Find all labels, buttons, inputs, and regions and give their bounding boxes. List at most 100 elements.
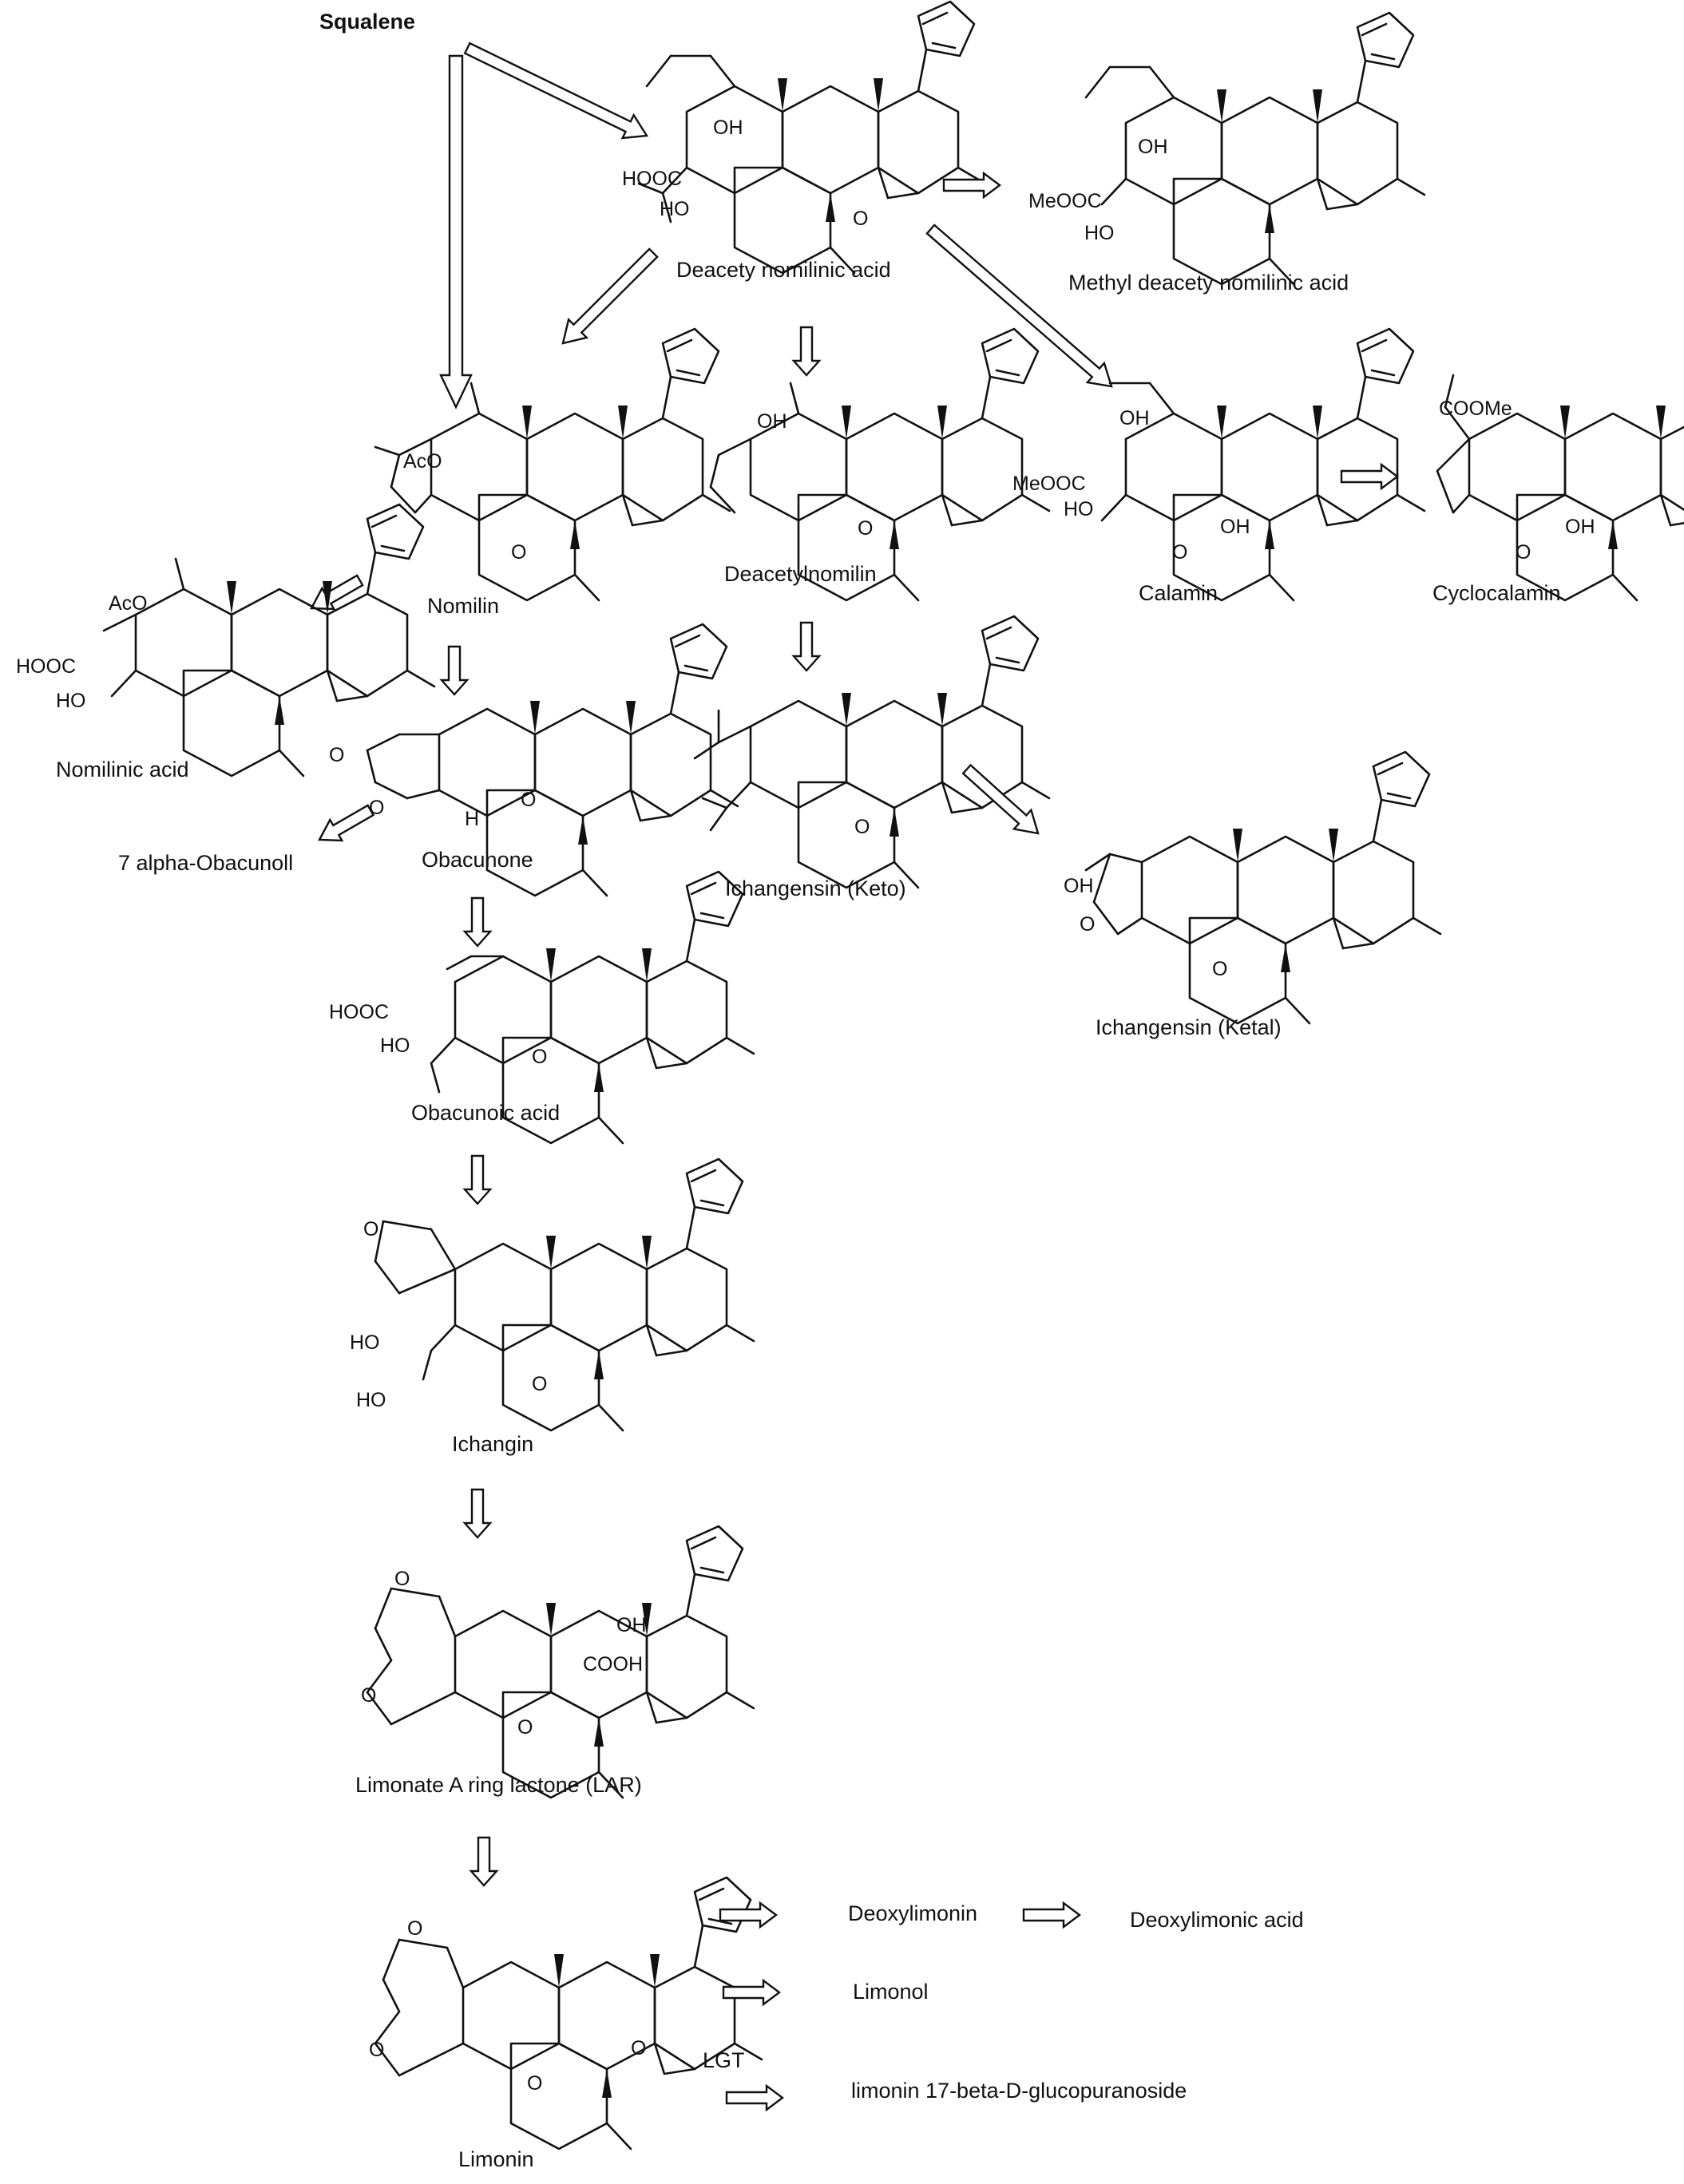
glucoside-label: limonin 17-beta-D-glucopuranoside (851, 2079, 1187, 2103)
calamin-oh-right: OH (1220, 516, 1250, 538)
limonin-o-o: O (407, 1917, 422, 1940)
arrow-squalene-to-nomilin (439, 54, 473, 410)
ichangin-ho-bottom: HO (356, 1389, 386, 1411)
deacetylnomilin-oh: OH (757, 410, 787, 433)
limonin-o-ring: O (369, 2039, 384, 2061)
arrow-deacety-to-calamin (925, 224, 1113, 388)
obacunoic-acid-label: Obacunoic acid (411, 1101, 560, 1125)
lar-o-ring: O (361, 1684, 376, 1707)
obacunoic-hooc: HOOC (329, 1001, 389, 1023)
lar-cooh: COOH (583, 1653, 643, 1676)
calamin-oh-top: OH (1119, 407, 1150, 429)
squalene-label: Squalene (319, 10, 415, 34)
structure-nomilin (374, 327, 731, 602)
arrow-deacety-to-deacetylnomilin (792, 326, 821, 377)
lar-o: O (517, 1716, 533, 1739)
arrow-lar-to-limonin (470, 1836, 498, 1887)
calamin-meooc: MeOOC (1012, 473, 1086, 495)
structure-ichangensin-keto (693, 615, 1051, 889)
nomilin-label: Nomilin (427, 594, 499, 618)
cyclocalamin-oh: OH (1565, 516, 1595, 538)
methyl-deacety-nomilinic-acid-label: Methyl deacety nomilinic acid (1068, 271, 1349, 295)
nomilinic-hooc: HOOC (16, 655, 76, 678)
arrow-deacety-to-nomilin (561, 247, 659, 345)
ichangensin-keto-label: Ichangensin (Keto) (725, 876, 906, 900)
structure-lar (366, 1525, 755, 1799)
obacunone-o-right: O (521, 789, 536, 811)
calamin-label: Calamin (1139, 581, 1218, 605)
structure-methyl-deacety-nomilinic-acid (1084, 11, 1426, 286)
lar-oh: OH (616, 1614, 647, 1636)
obacunone-h: H (465, 808, 479, 830)
ichangin-label: Ichangin (452, 1432, 533, 1456)
obacunol-label: 7 alpha-Obacunoll (118, 851, 293, 875)
ichangin-o: O (532, 1373, 547, 1395)
arrow-obacunone-to-obacunoic (463, 896, 492, 948)
calamin-ho: HO (1064, 498, 1094, 520)
deacety-nomilinic-acid-label: Deacety nomilinic acid (676, 258, 891, 282)
arrow-nomilin-to-obacunone (440, 645, 469, 696)
nomilinic-acid-label: Nomilinic acid (56, 758, 189, 781)
deoxylimonic-acid-label: Deoxylimonic acid (1130, 1908, 1304, 1932)
arrow-calamin-to-cyclocalamin (1340, 463, 1399, 490)
methyl-deacety-ho: HO (1084, 222, 1115, 244)
lar-label: Limonate A ring lactone (LAR) (355, 1773, 642, 1797)
arrow-ichangin-to-lar (463, 1488, 492, 1539)
deacety-ho: HO (660, 198, 690, 220)
obacunone-label: Obacunone (422, 848, 533, 872)
structure-obacunone (366, 623, 739, 897)
arrow-squalene-to-deacety (463, 42, 649, 140)
deacetylnomilin-label: Deacetylnomilin (724, 562, 877, 586)
deacety-oh: OH (713, 117, 743, 139)
methyl-deacety-oh: OH (1138, 136, 1168, 158)
structure-ichangin (374, 1157, 755, 1432)
cyclocalamin-coome: COOMe (1439, 398, 1512, 420)
ichangensin-ketal-oh: OH (1064, 875, 1094, 897)
limonin-label: Limonin (458, 2147, 534, 2171)
structure-deacety-nomilinic-acid (637, 0, 987, 275)
structure-limonin (374, 1876, 763, 2150)
limonol-label: Limonol (853, 1980, 929, 2004)
arrow-obacunone-to-obacunol (318, 804, 375, 842)
nomilinic-ho: HO (56, 690, 86, 712)
obacunoic-o: O (532, 1046, 547, 1068)
nomilin-o: O (511, 541, 526, 564)
arrow-deacetylnomilin-to-ichangensin-keto (792, 621, 821, 672)
arrow-limonin-to-glucoside (725, 2084, 784, 2111)
arrow-nomilin-to-nomilinic (310, 574, 364, 611)
ichangin-o-top: O (363, 1218, 378, 1240)
cyclocalamin-label: Cyclocalamin (1432, 581, 1561, 605)
calamin-o: O (1172, 541, 1187, 564)
limonin-o-right: O (631, 2037, 646, 2059)
deacety-o: O (853, 208, 868, 230)
cyclocalamin-o: O (1516, 541, 1531, 564)
obacunoic-ho: HO (380, 1035, 410, 1057)
structure-cyclocalamin (1436, 327, 1684, 602)
methyl-deacety-meooc: MeOOC (1028, 190, 1102, 212)
arrow-keto-to-ketal (961, 763, 1040, 835)
nomilinic-aco: AcO (109, 592, 148, 615)
structure-ichangensin-ketal (1084, 750, 1442, 1025)
deoxylimonin-label: Deoxylimonin (848, 1901, 977, 1925)
ichangensin-ketal-o-ring: O (1080, 913, 1095, 936)
arrow-limonin-to-limonol (722, 1979, 781, 2006)
lar-o-o: O (394, 1568, 410, 1590)
deacetylnomilin-o: O (858, 517, 873, 540)
ichangensin-ketal-o: O (1212, 958, 1227, 980)
ichangin-ho-top: HO (350, 1331, 380, 1354)
deacety-hooc: HOOC (622, 168, 682, 190)
structure-nomilinic-acid (102, 503, 436, 777)
lgt-enzyme-label: LGT (703, 2048, 745, 2072)
ichangensin-keto-o: O (854, 816, 870, 838)
structure-obacunoic-acid (430, 870, 755, 1145)
arrow-obacunoic-to-ichangin (463, 1154, 492, 1205)
arrow-deoxylimonin-to-deoxylimonic (1022, 1901, 1081, 1929)
obacunone-o-left: O (329, 744, 344, 766)
structure-calamin (1100, 327, 1426, 602)
ichangensin-ketal-label: Ichangensin (Ketal) (1096, 1015, 1282, 1039)
nomilin-aco: AcO (403, 450, 442, 473)
structure-deacetylnomilin (709, 327, 1051, 602)
limonin-o: O (527, 2072, 542, 2095)
